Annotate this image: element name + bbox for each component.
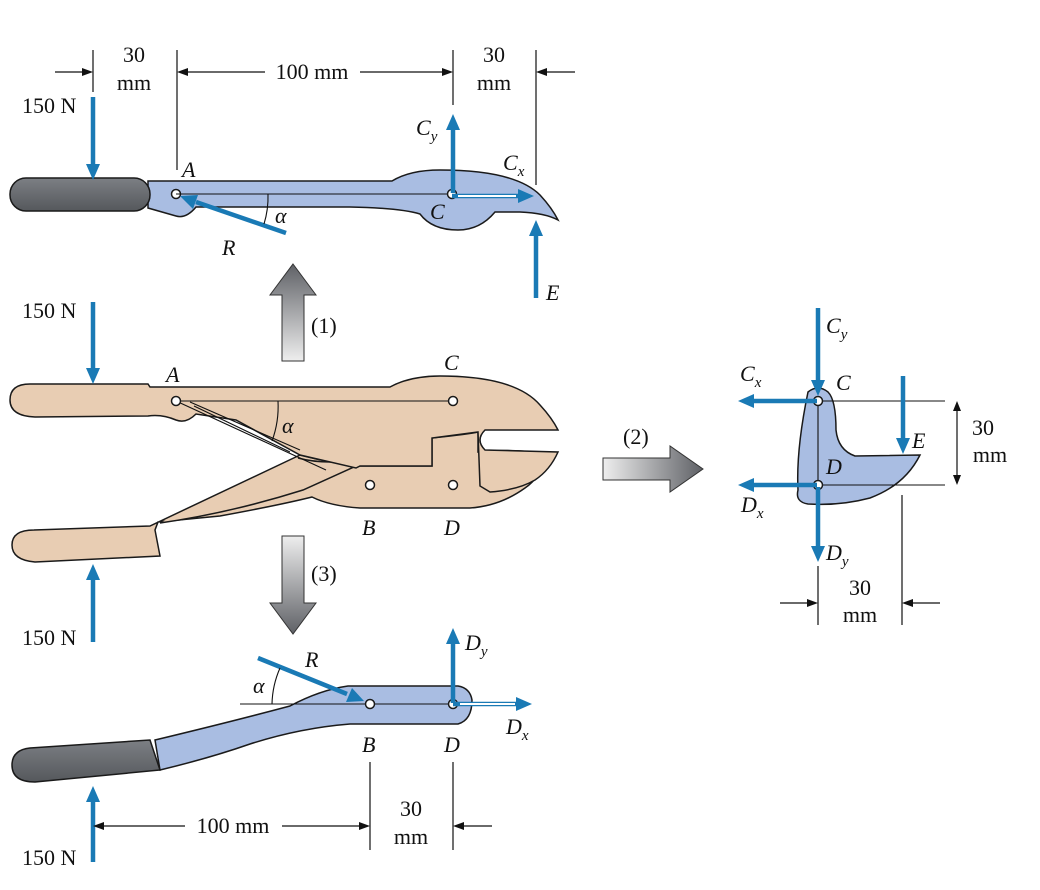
top-dim-left-value: 30 (123, 42, 145, 67)
mid-C-label: C (444, 350, 459, 375)
top-dim-mid: 100 mm (276, 59, 349, 84)
top-dim-right-unit: mm (477, 70, 511, 95)
jaw-Cy-label: Cy (826, 313, 848, 343)
upper-handle-member (147, 169, 560, 231)
top-R-label: R (221, 235, 236, 260)
step-3-label: (3) (311, 561, 337, 586)
mid-A-label: A (164, 362, 180, 387)
top-E-label: E (545, 280, 560, 305)
upper-handle-diagram: 30 mm 100 mm 30 mm 150 N Cy Cx E A C R α (9, 42, 575, 305)
top-dim-left-unit: mm (117, 70, 151, 95)
step-3-arrow (269, 535, 317, 635)
pin-D-mid (447, 479, 459, 491)
top-A-label: A (180, 157, 196, 182)
bottom-load-label: 150 N (22, 845, 77, 870)
top-Cx-label: Cx (503, 150, 525, 180)
jaw-dim-horz-unit: mm (843, 602, 877, 627)
jaw-D-label: D (825, 454, 842, 479)
jaw-dim-horz-value: 30 (849, 575, 871, 600)
upper-handle-skin (9, 375, 560, 493)
bottom-Dy-label: Dy (464, 630, 488, 660)
top-load-label: 150 N (22, 93, 77, 118)
jaw-Cx-label: Cx (740, 361, 762, 391)
bottom-alpha-label: α (253, 673, 265, 698)
assembled-pliers: A C B D α 150 N 150 N (9, 298, 560, 650)
lower-handle-diagram: R α Dy Dx B D 150 N 100 mm 30 mm (11, 628, 532, 870)
step-1-arrow (269, 263, 317, 362)
bottom-R-arrow (257, 655, 348, 697)
pin-B-mid (364, 479, 376, 491)
bottom-R-label: R (304, 647, 319, 672)
bottom-D-label: D (443, 732, 460, 757)
jaw-Dx-label: Dx (740, 492, 764, 522)
jaw-dim-vert-unit: mm (973, 442, 1007, 467)
mid-D-label: D (443, 515, 460, 540)
mid-B-label: B (362, 515, 375, 540)
jaw-member (796, 387, 922, 506)
jaw-E-label: E (911, 428, 926, 453)
bottom-dim-right-value: 30 (400, 796, 422, 821)
top-alpha-label: α (275, 203, 287, 228)
jaw-dim-vert-value: 30 (972, 415, 994, 440)
bottom-dim-right-unit: mm (394, 824, 428, 849)
bottom-B-label: B (362, 732, 375, 757)
pin-B-bottom (364, 698, 376, 710)
mid-alpha-label: α (282, 413, 294, 438)
jaw-diagram: Cy Cx C E Dx D Dy 30 mm 30 mm (738, 308, 1007, 627)
jaw-C-label: C (836, 370, 851, 395)
bottom-dim-mid: 100 mm (197, 813, 270, 838)
step-1-label: (1) (311, 313, 337, 338)
lower-grip (11, 739, 162, 783)
top-Cy-label: Cy (416, 115, 438, 145)
top-dim-right-value: 30 (483, 42, 505, 67)
step-2-arrow (602, 445, 704, 493)
pin-A-mid (170, 395, 182, 407)
top-R-arrow (195, 199, 287, 236)
step-2-label: (2) (623, 424, 649, 449)
mid-load-bottom-label: 150 N (22, 625, 77, 650)
upper-grip (9, 177, 151, 212)
mid-load-top-label: 150 N (22, 298, 77, 323)
lower-handle-member (154, 685, 473, 771)
bottom-Dx-label: Dx (505, 714, 529, 744)
top-C-label: C (430, 199, 445, 224)
pin-C-mid (447, 395, 459, 407)
jaw-Dy-label: Dy (825, 540, 849, 570)
